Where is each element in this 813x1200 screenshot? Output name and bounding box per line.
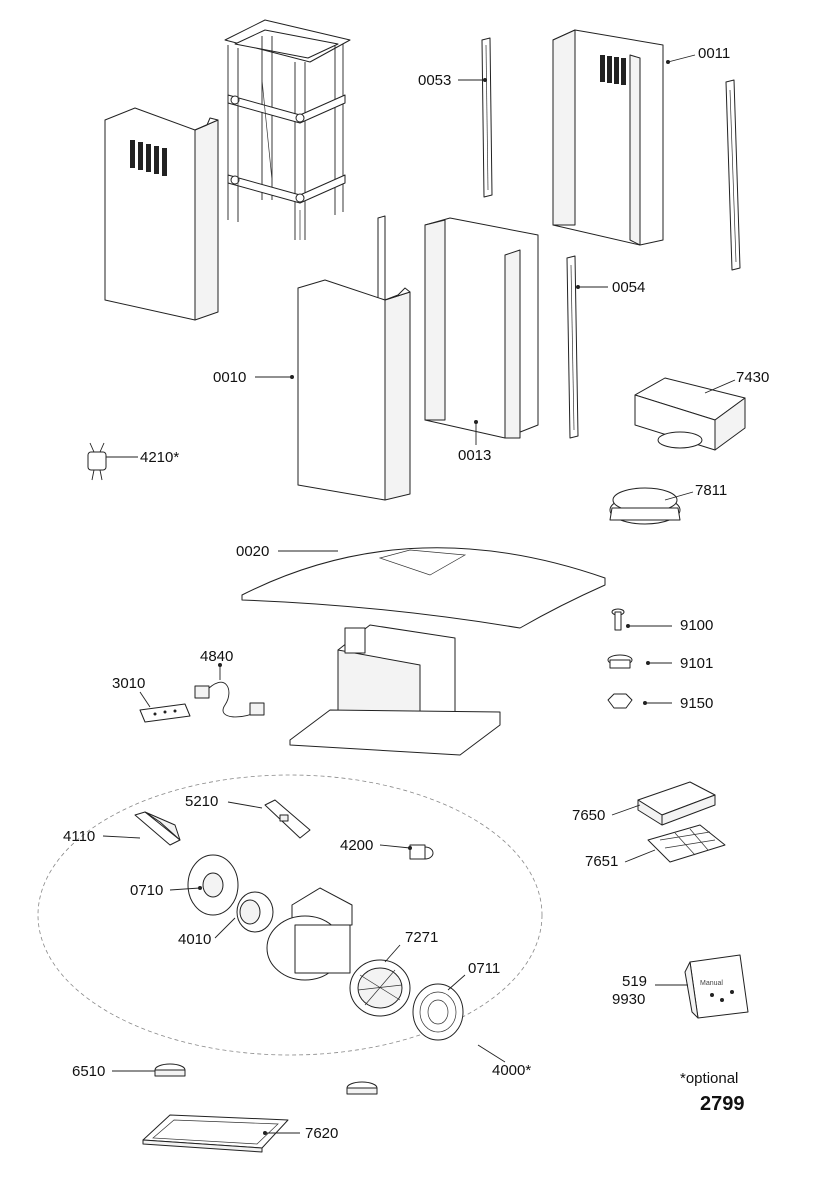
inner-chimney-0013-drawing xyxy=(424,217,539,439)
label-7811: 7811 xyxy=(695,482,727,499)
label-5210: 5210 xyxy=(185,793,218,810)
label-9101: 9101 xyxy=(680,655,713,672)
control-panel-3010-drawing xyxy=(139,703,191,723)
lamp-6510b-drawing xyxy=(346,1081,378,1095)
bracket-4110-drawing xyxy=(134,811,181,846)
motor-4010-drawing xyxy=(236,891,274,933)
strip-0053-drawing xyxy=(481,37,493,198)
label-7650: 7650 xyxy=(572,807,605,824)
grille-0711-drawing xyxy=(412,983,464,1041)
ring-7811-drawing xyxy=(609,487,681,525)
label-4000: 4000* xyxy=(492,1062,531,1079)
fan-wheel-7271-drawing xyxy=(349,959,411,1017)
strip-right-drawing xyxy=(725,79,741,271)
plate-0710-drawing xyxy=(187,854,239,916)
label-7651: 7651 xyxy=(585,853,618,870)
screw-9100-drawing xyxy=(611,608,625,631)
filter-7650-drawing xyxy=(637,781,716,826)
label-0013: 0013 xyxy=(458,447,491,464)
label-6510: 6510 xyxy=(72,1063,105,1080)
chimney-cover-left-drawing xyxy=(104,107,219,321)
label-4210: 4210* xyxy=(140,449,179,466)
optional-note: *optional xyxy=(680,1070,738,1087)
support-frame-drawing xyxy=(224,19,351,240)
label-9930: 9930 xyxy=(612,991,645,1008)
label-4010: 4010 xyxy=(178,931,211,948)
label-9100: 9100 xyxy=(680,617,713,634)
label-0010: 0010 xyxy=(213,369,246,386)
label-0711: 0711 xyxy=(468,960,500,977)
leader-lines xyxy=(102,54,736,1135)
label-4110: 4110 xyxy=(63,828,95,845)
pcb-5210-drawing xyxy=(264,799,311,839)
label-7271: 7271 xyxy=(405,929,438,946)
manual-bag-text: Manual xyxy=(700,980,723,987)
strip-0054-drawing xyxy=(566,255,579,439)
chimney-cover-0011-drawing xyxy=(552,29,664,246)
blower-group-outline xyxy=(37,774,543,1056)
label-3010: 3010 xyxy=(112,675,145,692)
label-519: 519 xyxy=(622,973,647,990)
frame-7651-drawing xyxy=(647,824,726,863)
label-4840: 4840 xyxy=(200,648,233,665)
diagram-number: 2799 xyxy=(700,1093,745,1115)
glass-canopy-0020-drawing xyxy=(241,547,606,629)
nut-9101-drawing xyxy=(607,654,633,669)
label-0710: 0710 xyxy=(130,882,163,899)
duct-adapter-7430-drawing xyxy=(634,377,746,451)
hood-body-drawing xyxy=(289,624,501,756)
label-0054: 0054 xyxy=(612,279,645,296)
label-0053: 0053 xyxy=(418,72,451,89)
label-0020: 0020 xyxy=(236,543,269,560)
housing-drawing xyxy=(266,887,353,981)
grease-filter-7620-drawing xyxy=(142,1114,289,1153)
capacitor-4200-drawing xyxy=(409,844,434,860)
chimney-cover-0010-drawing xyxy=(297,215,411,501)
lamp-6510-drawing xyxy=(154,1063,186,1077)
cable-4840-drawing xyxy=(194,681,265,718)
label-4200: 4200 xyxy=(340,837,373,854)
label-9150: 9150 xyxy=(680,695,713,712)
clip-9150-drawing xyxy=(607,693,633,709)
label-7430: 7430 xyxy=(736,369,769,386)
manual-bag-drawing xyxy=(684,954,749,1019)
label-0011: 0011 xyxy=(698,45,730,62)
label-7620: 7620 xyxy=(305,1125,338,1142)
capacitor-4210-drawing xyxy=(87,442,107,481)
